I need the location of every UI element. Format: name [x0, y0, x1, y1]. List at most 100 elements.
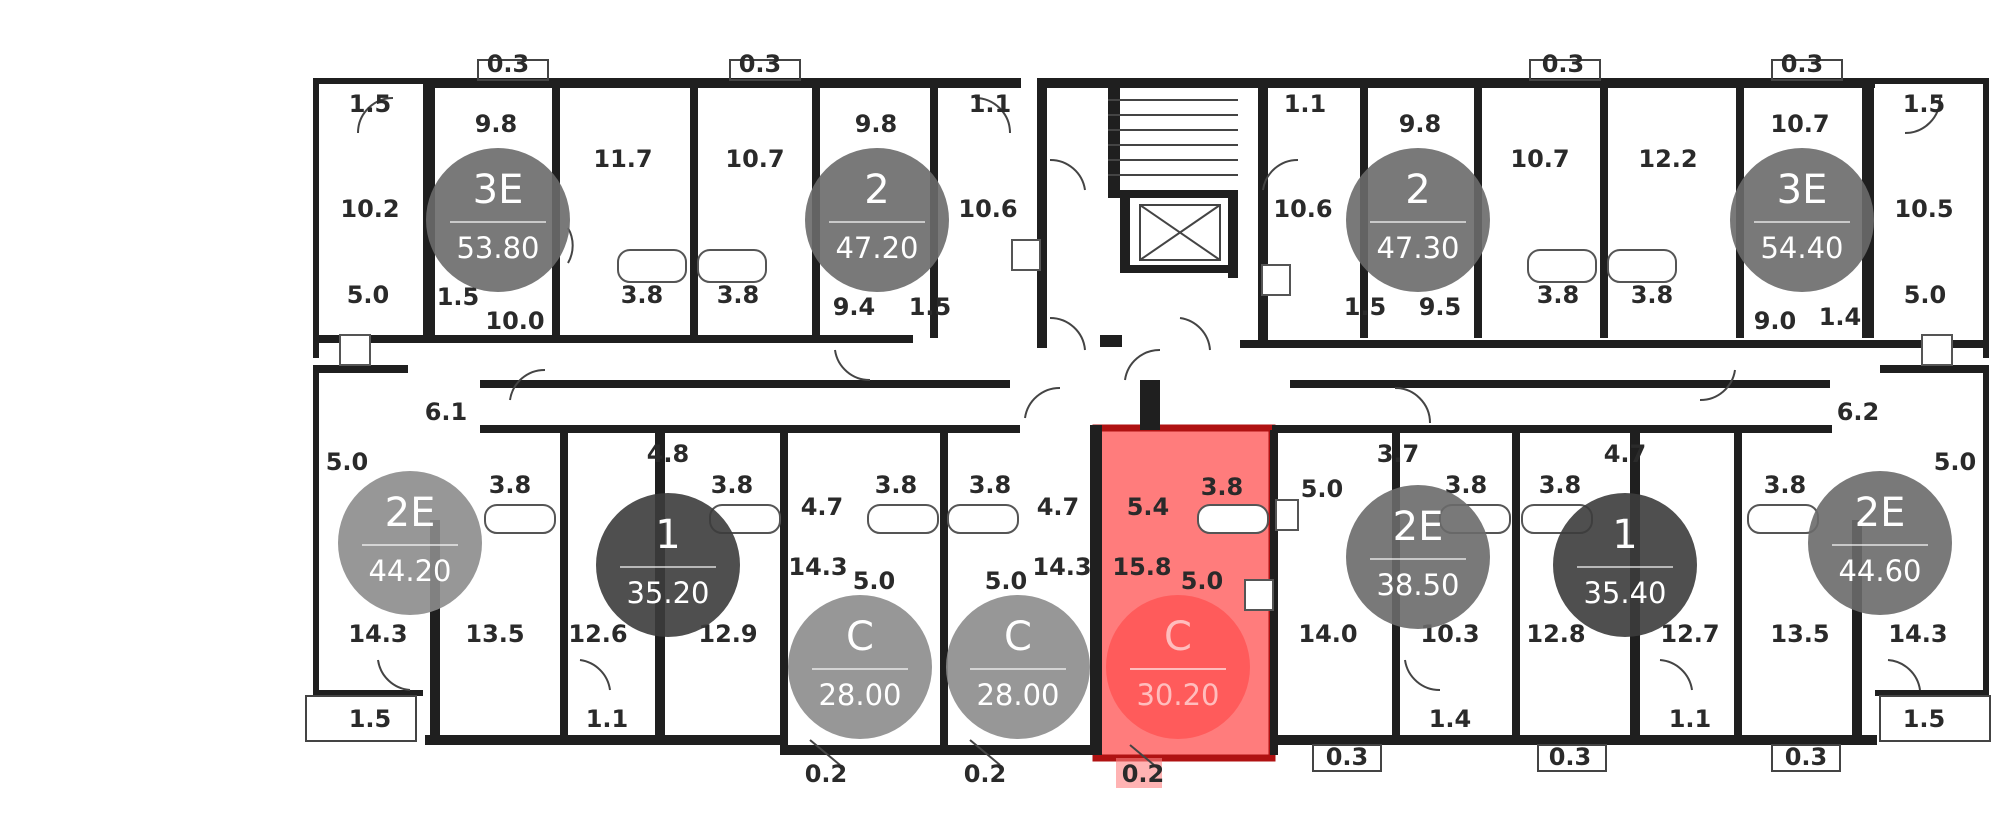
apartment-type: 2E — [1393, 504, 1444, 550]
room-label: 3.8 — [1201, 473, 1244, 501]
apartment-type: C — [1164, 614, 1192, 660]
room-label: 3.8 — [969, 471, 1012, 499]
room-label: 3.8 — [717, 281, 760, 309]
room-label: 1.1 — [1669, 705, 1712, 733]
room-label: 9.8 — [855, 110, 898, 138]
room-label: 10.6 — [1273, 195, 1332, 223]
apartment-badge[interactable]: C28.00 — [788, 595, 932, 739]
room-label: 5.0 — [853, 567, 896, 595]
apartment-area: 54.40 — [1760, 231, 1843, 265]
room-label: 5.0 — [1181, 567, 1224, 595]
apartment-badge-circle[interactable] — [596, 493, 740, 637]
room-label: 1.5 — [349, 705, 392, 733]
room-label: 15.8 — [1112, 553, 1171, 581]
room-label: 0.3 — [1326, 743, 1369, 771]
apartment-badge[interactable]: 3E 53.80 — [426, 148, 570, 292]
room-label: 3.8 — [1537, 281, 1580, 309]
room-label: 9.4 — [833, 293, 876, 321]
room-label: 0.2 — [1122, 760, 1165, 788]
room-label: 13.5 — [1770, 620, 1829, 648]
apartment-type: 2E — [385, 490, 436, 536]
room-label: 0.2 — [805, 760, 848, 788]
room-label: 9.8 — [1399, 110, 1442, 138]
apartment-type: 2E — [1855, 490, 1906, 536]
room-label: 12.2 — [1638, 145, 1697, 173]
room-label: 1.5 — [1344, 293, 1387, 321]
apartment-badge[interactable]: 2E 44.60 — [1808, 471, 1952, 615]
apartment-badge-circle[interactable] — [1730, 148, 1874, 292]
apartment-badge-circle[interactable] — [1808, 471, 1952, 615]
room-label: 5.4 — [1127, 493, 1170, 521]
apartment-badge[interactable]: C 28.00 — [946, 595, 1090, 739]
room-label: 14.0 — [1298, 620, 1357, 648]
room-label: 1.4 — [1429, 705, 1472, 733]
apartment-type: C — [1004, 614, 1032, 660]
apartment-badge-circle[interactable] — [1106, 595, 1250, 739]
room-labels: 0.3 0.3 0.3 0.3 1.5 9.8 11.7 10.7 9.8 1.… — [326, 50, 1977, 788]
room-label: 0.3 — [487, 50, 530, 78]
room-label: 1.1 — [586, 705, 629, 733]
apartment-type: 2 — [864, 167, 889, 213]
apartment-area: 44.60 — [1838, 554, 1921, 588]
room-label: 3.8 — [711, 471, 754, 499]
balcony-rails — [305, 59, 1991, 772]
apartment-badge-circle[interactable] — [426, 148, 570, 292]
apartment-type: 3E — [473, 167, 524, 213]
room-label: 0.3 — [1549, 743, 1592, 771]
apartment-area: 28.00 — [976, 678, 1059, 712]
room-label: 0.3 — [1542, 50, 1585, 78]
room-label: 0.3 — [1781, 50, 1824, 78]
room-label: 10.7 — [725, 145, 784, 173]
room-label: 6.1 — [425, 398, 468, 426]
apartment-badge-circle[interactable] — [946, 595, 1090, 739]
room-label: 1.5 — [909, 293, 952, 321]
apartment-area: 35.20 — [626, 576, 709, 610]
room-label: 14.3 — [1888, 620, 1947, 648]
room-label: 10.7 — [1510, 145, 1569, 173]
apartment-badge-circle[interactable] — [788, 595, 932, 739]
apartment-badge-circle[interactable] — [338, 471, 482, 615]
room-label: 10.2 — [340, 195, 399, 223]
apartment-badge-circle[interactable] — [1346, 485, 1490, 629]
apartment-badge-circle[interactable] — [805, 148, 949, 292]
apartment-badge[interactable]: 135.40 — [1553, 493, 1697, 637]
stair-core — [1108, 78, 1238, 278]
apartment-area: 38.50 — [1376, 568, 1459, 602]
room-label: 5.0 — [1904, 281, 1947, 309]
room-label: 5.0 — [1301, 475, 1344, 503]
apartment-type: 1 — [655, 512, 680, 558]
room-label: 11.7 — [593, 145, 652, 173]
apartment-badge[interactable]: C 30.20 — [1106, 595, 1250, 739]
room-label: 0.2 — [964, 760, 1007, 788]
room-label: 9.8 — [475, 110, 518, 138]
apartment-badge[interactable]: 247.30 — [1346, 148, 1490, 292]
room-label: 1.5 — [1903, 705, 1946, 733]
apartment-area: 35.40 — [1583, 576, 1666, 610]
room-label: 5.0 — [985, 567, 1028, 595]
room-label: 10.6 — [958, 195, 1017, 223]
room-label: 3.7 — [1377, 440, 1420, 468]
room-label: 1.1 — [969, 90, 1012, 118]
room-label: 10.5 — [1894, 195, 1953, 223]
apartment-type: C — [846, 614, 874, 660]
room-label: 5.0 — [347, 281, 390, 309]
apartment-badges: 3E53.80247.20247.303E54.402E44.20135.20C… — [338, 148, 1952, 739]
room-label: 4.7 — [1604, 440, 1647, 468]
apartment-badge-circle[interactable] — [1553, 493, 1697, 637]
apartment-area: 53.80 — [456, 231, 539, 265]
apartment-badge-circle[interactable] — [1346, 148, 1490, 292]
room-label: 3.8 — [1539, 471, 1582, 499]
room-label: 4.7 — [1037, 493, 1080, 521]
room-label: 12.8 — [1526, 620, 1585, 648]
apartment-badge[interactable]: 247.20 — [805, 148, 949, 292]
room-label: 5.0 — [326, 448, 369, 476]
apartment-badge[interactable]: 2E 38.50 — [1346, 485, 1490, 629]
apartment-area: 30.20 — [1136, 678, 1219, 712]
room-label: 3.8 — [875, 471, 918, 499]
room-label: 1.4 — [1819, 303, 1862, 331]
apartment-badge[interactable]: 135.20 — [596, 493, 740, 637]
room-label: 6.2 — [1837, 398, 1880, 426]
